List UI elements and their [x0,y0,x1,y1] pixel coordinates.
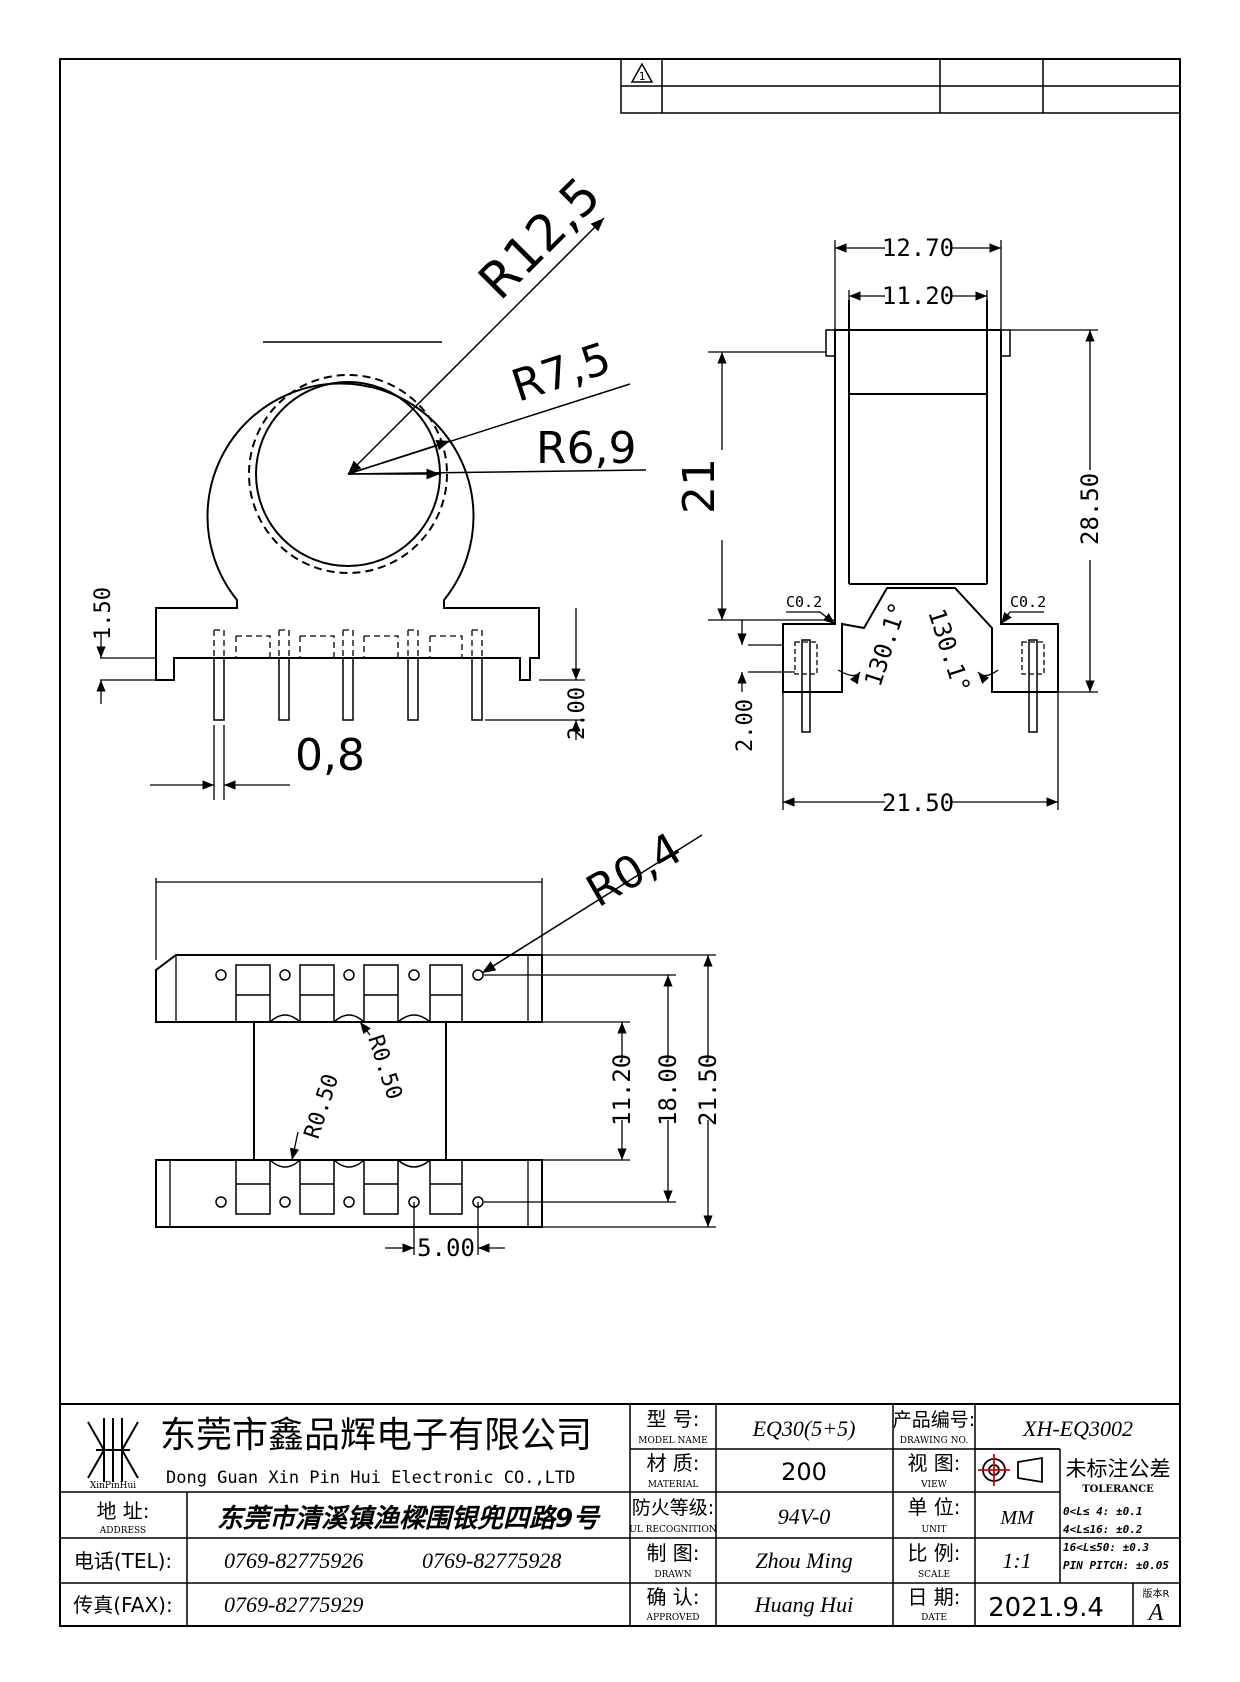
tolerance-label: 未标注公差 [1066,1457,1171,1481]
logo-text: XinPinHui [90,1481,136,1491]
address-label-en: ADDRESS [99,1526,146,1536]
bottom-top-flange [155,954,543,1023]
bottom-dim-pins: 18.00 [654,1054,682,1126]
model-value: EQ30(5+5) [752,1416,856,1441]
material-label: 材 质: [646,1451,699,1475]
projection-symbol-icon [978,1454,1043,1486]
tolerance-row: 4<L≤16: ±0.2 [1063,1523,1143,1536]
bottom-slot-radius-a: R0.50 [362,1032,406,1103]
side-chamfer-left: C0.2 [786,593,822,611]
tolerance-label-en: TOLERANCE [1082,1484,1154,1495]
bottom-dim-inner: 11.20 [608,1054,636,1126]
side-top-inner: 11.20 [882,282,954,310]
bottom-slot-radius-b: R0.50 [300,1071,344,1142]
side-angle-right: 130.1° [922,605,975,696]
material-value: 200 [781,1458,827,1486]
ul-value: 94V-0 [778,1504,831,1529]
tolerance-row: 16<L≤50: ±0.3 [1063,1541,1149,1554]
company-logo [87,1418,139,1482]
approved-value: Huang Hui [754,1592,853,1617]
drawing-no-label: 产品编号: [893,1409,975,1431]
pin-pockets [213,629,483,658]
model-label: 型 号: [646,1407,699,1431]
address-value: 东莞市清溪镇渔樑围银兜四路9号 [217,1504,601,1534]
scale-value: 1:1 [1002,1548,1031,1573]
drawing-border [59,58,1181,1627]
side-outline [782,329,1059,693]
drawn-value: Zhou Ming [755,1548,852,1573]
drawn-label: 制 图: [646,1541,699,1565]
drawing-no-label-en: DRAWING NO. [900,1436,969,1446]
material-label-en: MATERIAL [648,1480,699,1490]
bottom-dim-outer: 21.50 [694,1054,722,1126]
side-total-height: 28.50 [1076,473,1104,545]
side-top-outer: 12.70 [882,234,954,262]
drawn-label-en: DRAWN [654,1570,691,1580]
bottom-pitch: 5.00 [417,1234,475,1262]
side-width: 21.50 [882,789,954,817]
company-name-cn: 东莞市鑫品辉电子有限公司 [160,1415,592,1456]
fax-value: 0769-82775929 [224,1592,363,1617]
address-label: 地 址: [96,1499,149,1523]
tel-2: 0769-82775928 [422,1548,561,1573]
revision-symbol: 1 [639,70,646,83]
view-label-en: VIEW [920,1480,948,1490]
bottom-pin-radius: R0,4 [578,823,691,917]
unit-label: 单 位: [907,1495,960,1519]
drawing-no-value: XH-EQ3002 [1022,1416,1133,1441]
company-name-en: Dong Guan Xin Pin Hui Electronic CO.,LTD [166,1468,575,1488]
tel-label: 电话(TEL): [74,1549,172,1573]
version-value: A [1147,1600,1164,1626]
view-label: 视 图: [907,1451,960,1475]
revision-triangle-icon [630,62,654,83]
version-label: 版本R [1143,1587,1170,1600]
date-value: 2021.9.4 [988,1593,1104,1623]
ul-label: 防火等级: [632,1497,714,1519]
front-pin-height: 1.50 [91,587,116,640]
front-r-mid: R7,5 [506,333,617,413]
revision-table [620,58,1181,114]
side-pin-length: 2.00 [733,699,758,752]
approved-label: 确 认: [646,1585,699,1609]
front-pins [213,657,483,721]
front-pin-length: 2.00 [565,687,590,740]
unit-value: MM [999,1507,1035,1529]
scale-label-en: SCALE [918,1570,950,1580]
date-label-en: DATE [921,1613,947,1623]
fax-label: 传真(FAX): [73,1593,172,1617]
model-label-en: MODEL NAME [638,1436,707,1446]
bottom-view [155,834,716,1255]
tolerance-rows: 0<L≤ 4: ±0.1 4<L≤16: ±0.2 16<L≤50: ±0.3 … [1063,1505,1169,1572]
front-view [96,217,647,800]
side-height: 21 [674,458,725,514]
side-angle-left: 130.1° [859,599,912,690]
front-r-inner: R6,9 [536,423,637,474]
ul-label-en: UL RECOGNITION [629,1525,717,1535]
approved-label-en: APPROVED [646,1613,700,1623]
unit-label-en: UNIT [921,1525,946,1535]
front-pin-width: 0,8 [295,730,365,781]
date-label: 日 期: [907,1585,960,1609]
bore-dashed-circle [248,374,448,574]
side-view [708,240,1098,810]
side-chamfer-right: C0.2 [1010,593,1046,611]
bottom-bottom-flange [155,1159,543,1228]
tolerance-row: 0<L≤ 4: ±0.1 [1063,1505,1142,1518]
title-block-grid [60,1403,1180,1626]
front-r-outer: R12,5 [467,166,611,310]
scale-label: 比 例: [907,1541,960,1565]
tel-1: 0769-82775926 [224,1548,363,1573]
tolerance-row: PIN PITCH: ±0.05 [1063,1559,1169,1572]
